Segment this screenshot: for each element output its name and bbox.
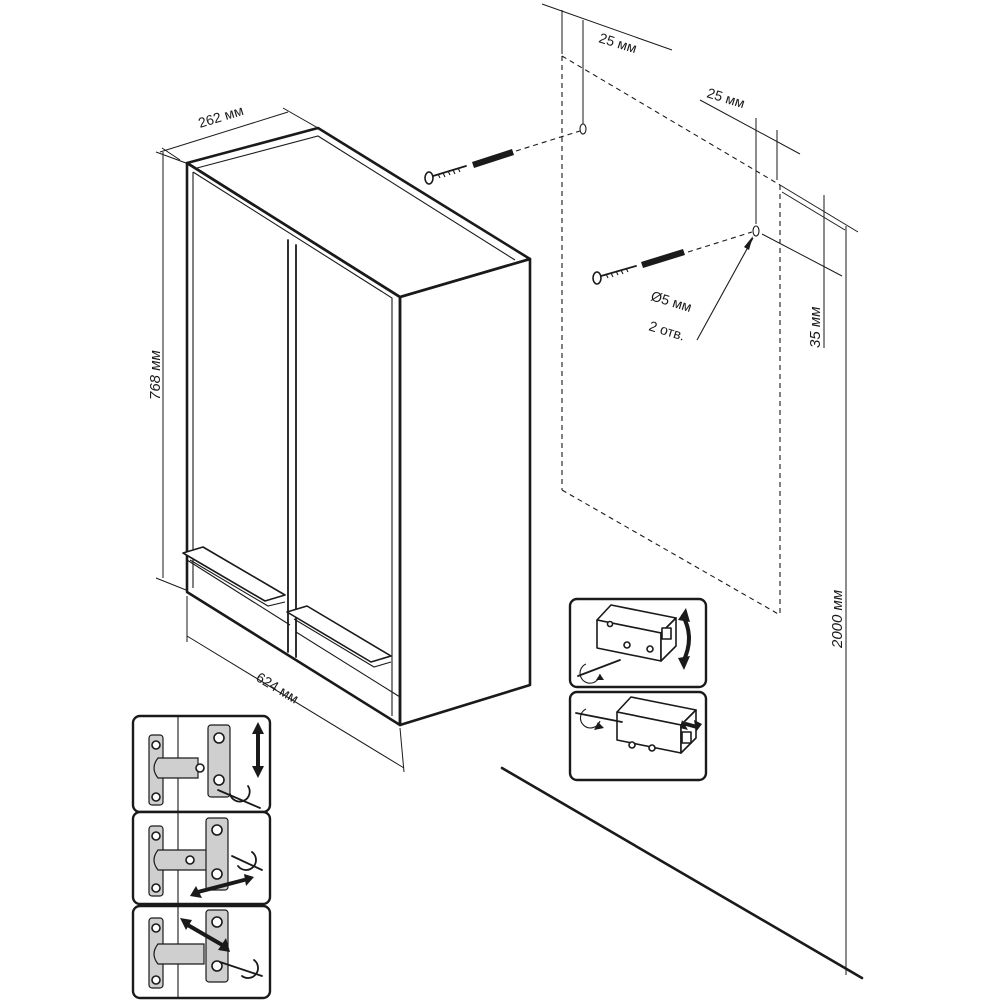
- mount-hole-upper: [579, 123, 587, 135]
- hole-callout-leader: [696, 237, 754, 341]
- bottom-edge: [186, 591, 401, 726]
- upper-hole-guide: [515, 130, 581, 152]
- mount-height-label: 2000 мм: [829, 590, 846, 649]
- hole-callout-arrow: [744, 236, 753, 250]
- hinge-icon: [148, 724, 231, 806]
- dimension-mount-ext-top: [779, 184, 859, 233]
- cabinet-frame-inner: [192, 171, 393, 716]
- hinge-icon: [148, 909, 229, 989]
- screwdriver-icon: [575, 708, 623, 730]
- dimension-offset-left-line: [541, 3, 673, 51]
- dimension-height-ext-top: [155, 151, 187, 164]
- dimension-depth-ext-right: [282, 107, 319, 129]
- door-handle-left: [182, 546, 286, 602]
- double-arrow-icon: [190, 874, 254, 898]
- wall-outline-top: [561, 55, 781, 186]
- double-arrow-icon: [252, 722, 264, 778]
- wall-plug-icon: [472, 149, 514, 168]
- bracket-adjust-panels: [568, 597, 708, 782]
- dimension-depth-line: [159, 111, 289, 153]
- dimension-hole-vertical: 35 мм: [761, 191, 846, 348]
- screw-icon: [424, 165, 467, 185]
- hole-count-label: 2 отв.: [647, 318, 687, 344]
- rotate-arrow-icon: [219, 959, 263, 979]
- screwdriver-icon: [577, 659, 621, 684]
- hinge-icon: [148, 817, 229, 897]
- double-arrow-icon: [180, 918, 230, 952]
- hanging-bracket-icon: [616, 696, 697, 754]
- hanging-bracket-icon: [596, 604, 677, 662]
- dimension-width-ext-right: [399, 727, 405, 773]
- dimension-offset-right-line: [699, 99, 801, 155]
- upper-fasteners: [424, 130, 581, 185]
- double-arrow-icon: [680, 720, 702, 732]
- mount-hole-lower: [752, 225, 760, 237]
- wall-plug-icon: [641, 249, 685, 268]
- bottom-edge-right: [295, 631, 401, 698]
- wall-cabinet: [182, 126, 532, 727]
- door-handle-right-lip: [293, 618, 392, 668]
- dimension-vertical-ext-bottom: [761, 233, 843, 277]
- cabinet-top-rim: [196, 135, 516, 261]
- lower-hole-guide: [687, 231, 753, 253]
- depth-label: 262 мм: [196, 102, 245, 131]
- width-label: 624 мм: [253, 669, 301, 707]
- dimension-width-line: [186, 635, 405, 769]
- dimension-depth-ext-left: [161, 147, 181, 161]
- screw-icon: [592, 265, 637, 285]
- dimension-height-ext-bottom: [155, 577, 187, 591]
- dimension-depth: 262 мм: [159, 102, 319, 161]
- rotate-arrow-icon: [231, 851, 263, 871]
- door-handle-left-lip: [189, 559, 286, 607]
- door-handle-right: [286, 605, 392, 663]
- lower-fasteners: [592, 231, 753, 285]
- dimension-offset-right: 25 мм: [699, 85, 801, 224]
- offset-left-label: 25 мм: [597, 30, 639, 57]
- hinge-adjust-panels: [131, 714, 272, 1000]
- cabinet-front-face: [185, 161, 402, 727]
- double-arrow-icon: [678, 608, 691, 670]
- rotate-arrow-icon: [217, 785, 261, 809]
- height-label: 768 мм: [147, 350, 164, 400]
- cabinet-side-face: [398, 257, 532, 727]
- bottom-edge-left: [186, 559, 291, 626]
- floor-line: [500, 766, 864, 980]
- hole-callout: Ø5 мм 2 отв.: [647, 236, 754, 344]
- dimension-mount-height: 2000 мм: [779, 184, 859, 975]
- dimension-vertical-ext-top: [781, 191, 846, 231]
- hole-diameter-label: Ø5 мм: [649, 288, 694, 316]
- offset-right-label: 25 мм: [705, 85, 747, 112]
- wall-mount-outline: [561, 55, 781, 616]
- wall-outline-bottom: [561, 489, 781, 616]
- dimension-height: 768 мм: [147, 151, 187, 591]
- hole-vertical-label: 35 мм: [807, 307, 824, 348]
